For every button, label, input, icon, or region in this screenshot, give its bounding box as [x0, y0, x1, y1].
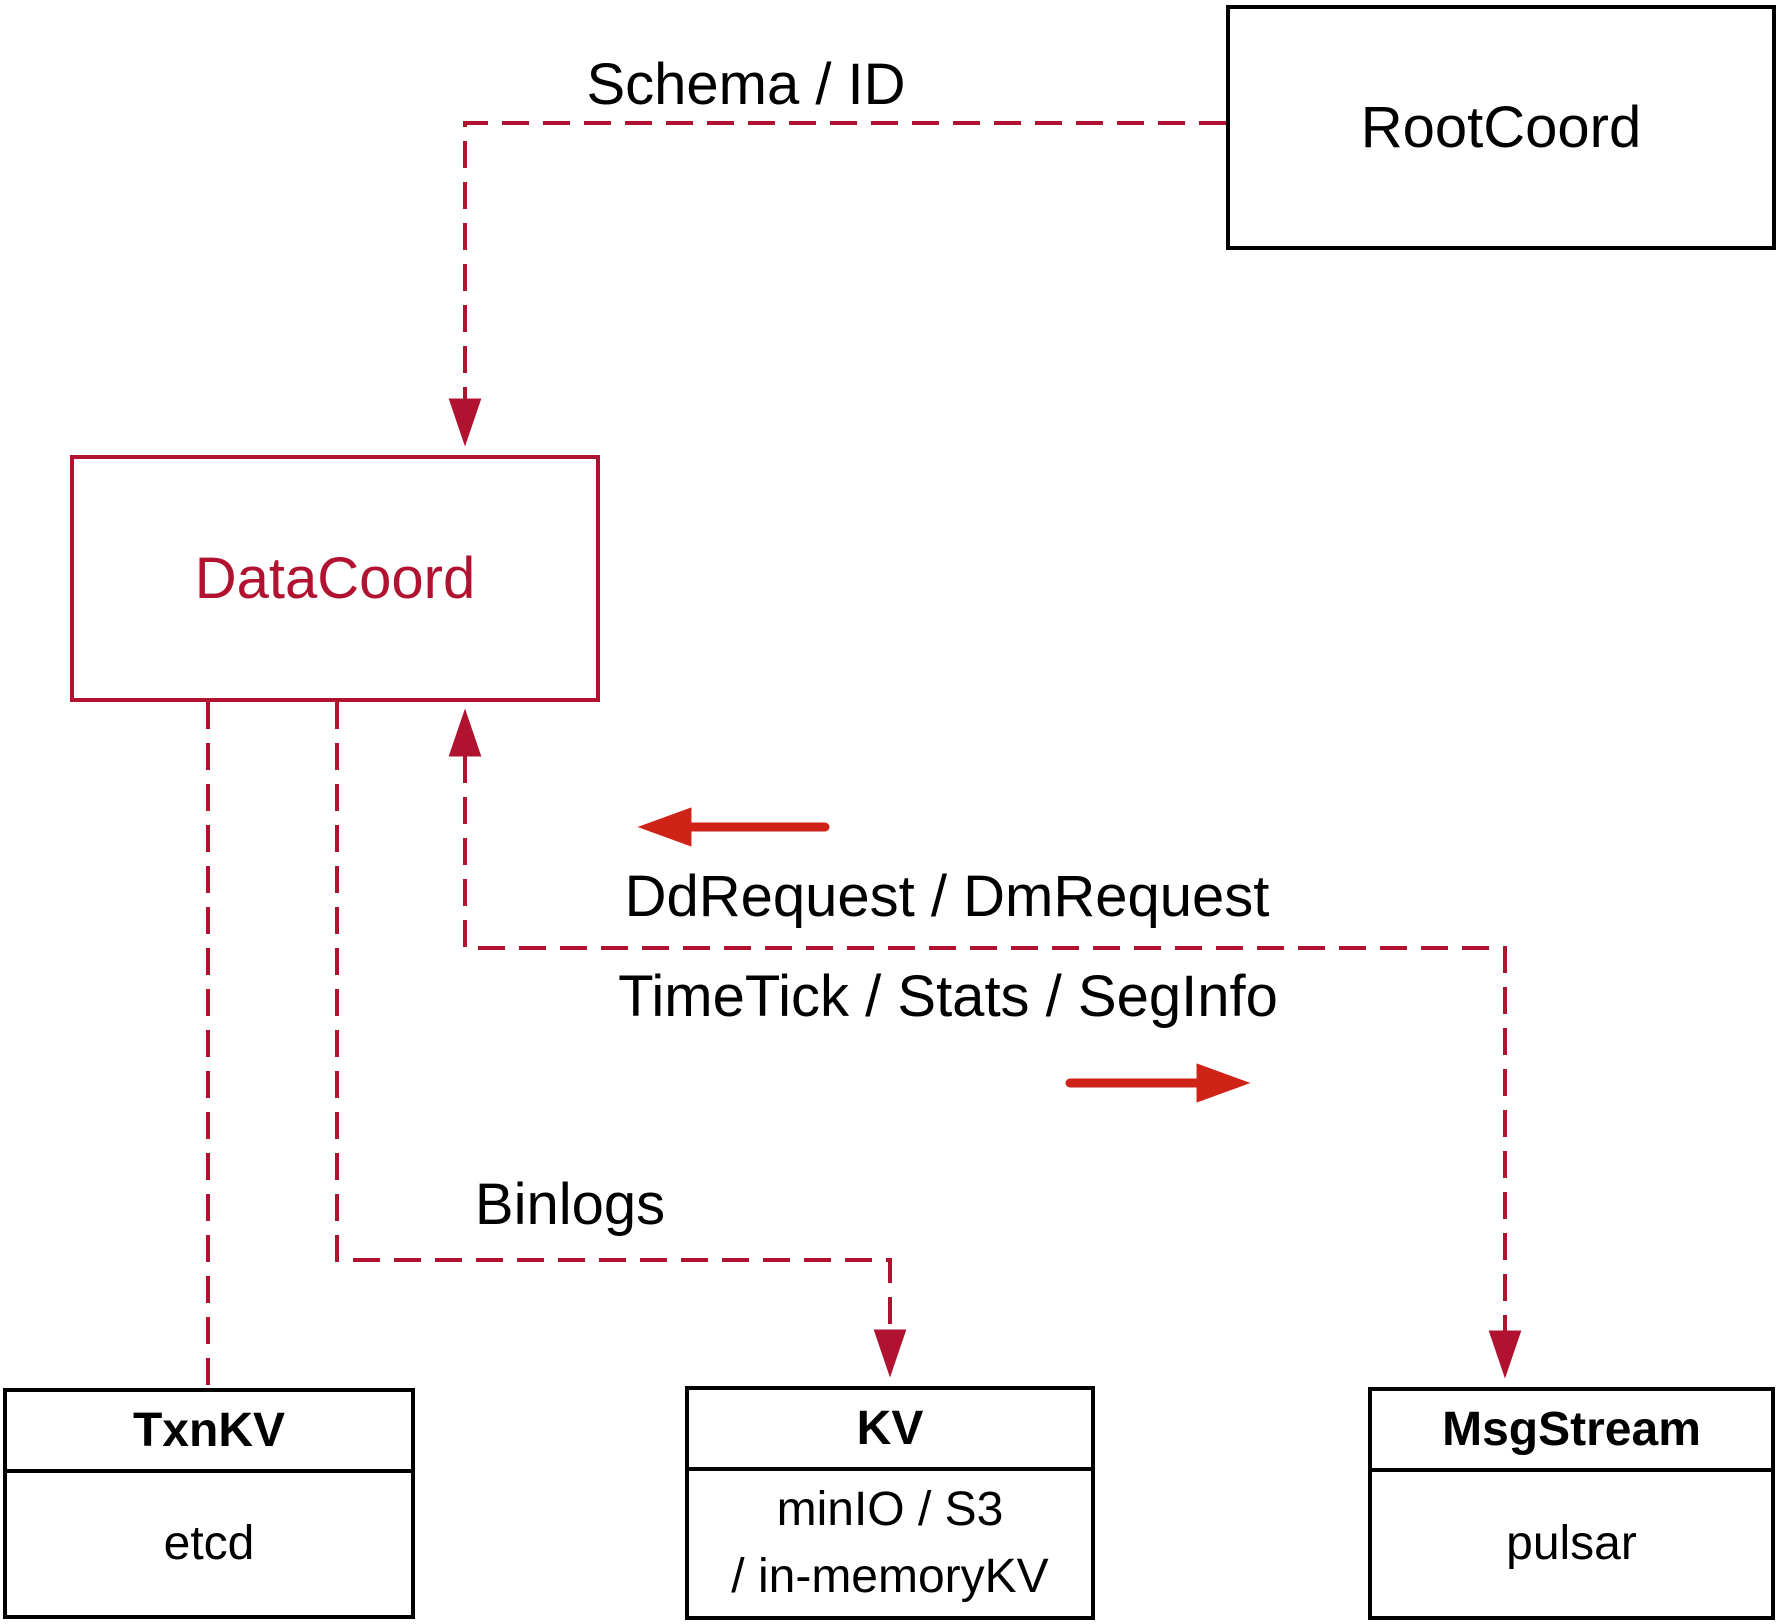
node-kv-title: KV: [689, 1390, 1091, 1471]
node-kv-body-line1: minIO / S3: [776, 1483, 1004, 1537]
node-txnkv: TxnKV etcd: [3, 1388, 415, 1619]
node-txnkv-body: etcd: [163, 1516, 255, 1570]
node-datacoord-label: DataCoord: [194, 546, 476, 611]
node-datacoord: DataCoord: [70, 455, 600, 702]
edge-label-timetick: TimeTick / Stats / SegInfo: [618, 964, 1278, 1029]
edge-schema-id: [448, 121, 1226, 447]
node-kv: KV minIO / S3 / in-memoryKV: [685, 1386, 1095, 1620]
node-txnkv-title: TxnKV: [7, 1392, 411, 1473]
node-msgstream-body: pulsar: [1506, 1516, 1637, 1570]
edge-label-ddrequest: DdRequest / DmRequest: [624, 864, 1270, 929]
node-kv-body-line2: / in-memoryKV: [731, 1549, 1049, 1603]
edge-label-binlogs: Binlogs: [474, 1172, 666, 1237]
node-rootcoord: RootCoord: [1226, 5, 1776, 250]
node-rootcoord-label: RootCoord: [1360, 95, 1642, 160]
edge-datacoord-msgstream: [448, 708, 1522, 1379]
edge-binlogs: [335, 702, 907, 1378]
node-msgstream: MsgStream pulsar: [1368, 1387, 1775, 1620]
node-msgstream-title: MsgStream: [1372, 1391, 1771, 1472]
edge-label-schema-id: Schema / ID: [586, 52, 906, 117]
